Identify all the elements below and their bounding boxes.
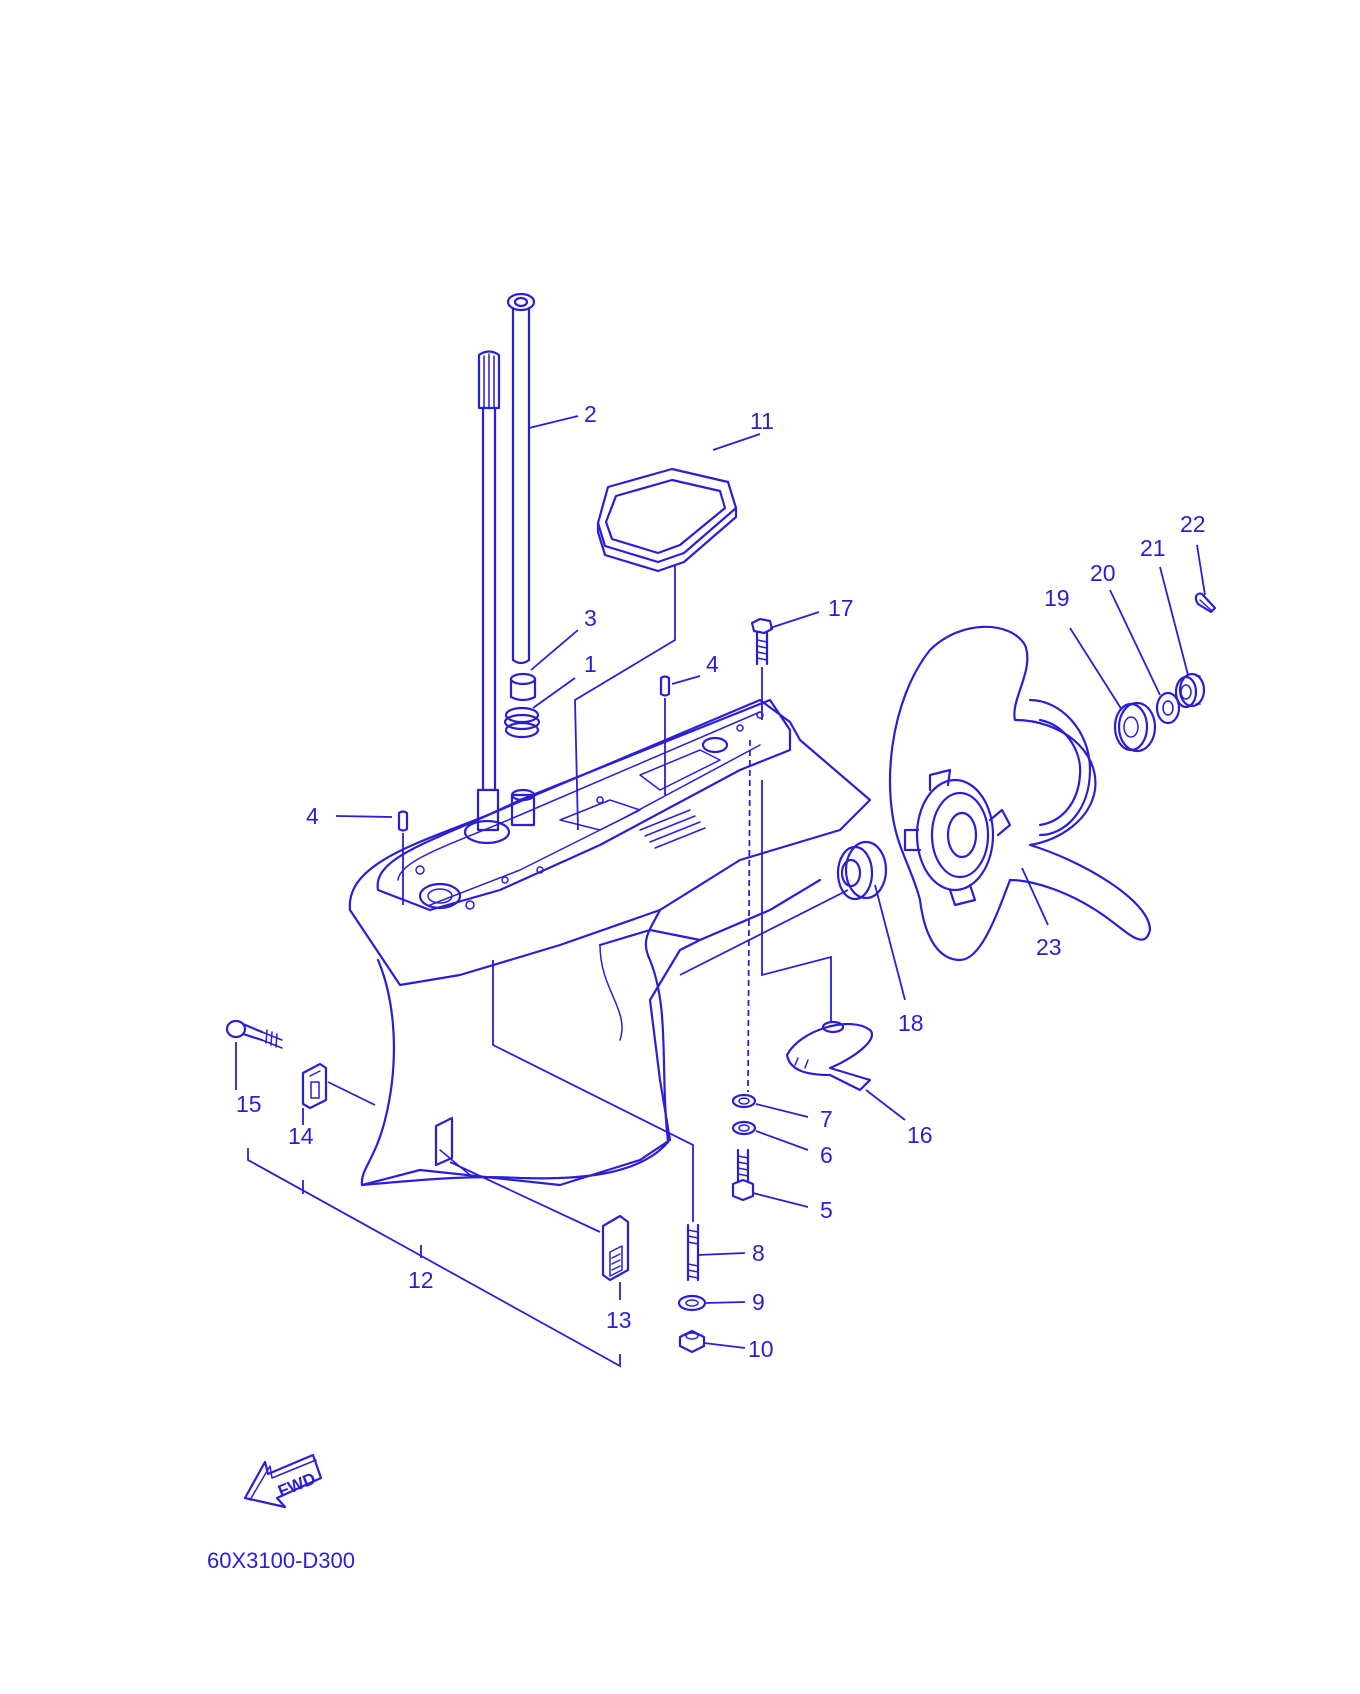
part-4-dowel-pin-upper xyxy=(659,675,671,697)
callout-1: 1 xyxy=(584,651,597,677)
part-11-gasket xyxy=(596,467,738,573)
part-22-cotter-pin xyxy=(1194,592,1217,614)
part-1-seal xyxy=(503,706,541,739)
callout-15: 15 xyxy=(236,1091,262,1117)
callout-21: 21 xyxy=(1140,535,1166,561)
diagram-code: 60X3100-D300 xyxy=(207,1548,355,1573)
part-17-bolt xyxy=(750,617,774,666)
callout-4-upper: 4 xyxy=(706,651,719,677)
callout-2: 2 xyxy=(584,401,597,427)
callout-22: 22 xyxy=(1180,511,1206,537)
callout-6: 6 xyxy=(820,1142,833,1168)
callout-8: 8 xyxy=(752,1240,765,1266)
part-14-anode xyxy=(301,1062,328,1110)
callout-labels: 1 2 3 4 4 5 6 7 8 9 10 11 12 13 14 15 16… xyxy=(236,401,1206,1362)
fwd-arrow-icon: FWD xyxy=(243,1453,323,1509)
callout-23: 23 xyxy=(1036,934,1062,960)
callout-16: 16 xyxy=(907,1122,933,1148)
callout-7: 7 xyxy=(820,1106,833,1132)
callout-3: 3 xyxy=(584,605,597,631)
callout-14: 14 xyxy=(288,1123,314,1149)
callout-12: 12 xyxy=(408,1267,434,1293)
part-10-nut xyxy=(678,1329,706,1354)
part-18-bushing xyxy=(836,840,888,901)
part-23-propeller xyxy=(888,625,1152,962)
part-13-anode xyxy=(601,1214,630,1282)
callout-9: 9 xyxy=(752,1289,765,1315)
part-21-nut xyxy=(1174,672,1206,709)
callout-11: 11 xyxy=(750,408,774,434)
part-3-grommet xyxy=(509,672,537,702)
callout-10: 10 xyxy=(748,1336,774,1362)
part-4-dowel-pin-left xyxy=(397,810,409,832)
part-20-washer xyxy=(1155,691,1181,725)
part-15-bolt xyxy=(225,1019,283,1049)
drive-shaft xyxy=(477,350,501,792)
callout-20: 20 xyxy=(1090,560,1116,586)
callout-13: 13 xyxy=(606,1307,632,1333)
callout-17: 17 xyxy=(828,595,854,621)
callout-19: 19 xyxy=(1044,585,1070,611)
part-8-stud xyxy=(686,1223,700,1282)
part-16-trim-tab xyxy=(785,1020,874,1092)
leader-lines xyxy=(235,415,1206,1368)
part-19-spacer xyxy=(1113,701,1157,753)
lower-casing xyxy=(348,698,872,1187)
part-2-water-tube xyxy=(506,292,536,665)
callout-4-left: 4 xyxy=(306,803,319,829)
part-9-washer xyxy=(677,1294,707,1312)
callout-5: 5 xyxy=(820,1197,833,1223)
part-6-spring-washer xyxy=(731,1120,757,1136)
part-7-washer xyxy=(731,1093,757,1109)
callout-18: 18 xyxy=(898,1010,924,1036)
part-5-bolt xyxy=(731,1148,755,1202)
